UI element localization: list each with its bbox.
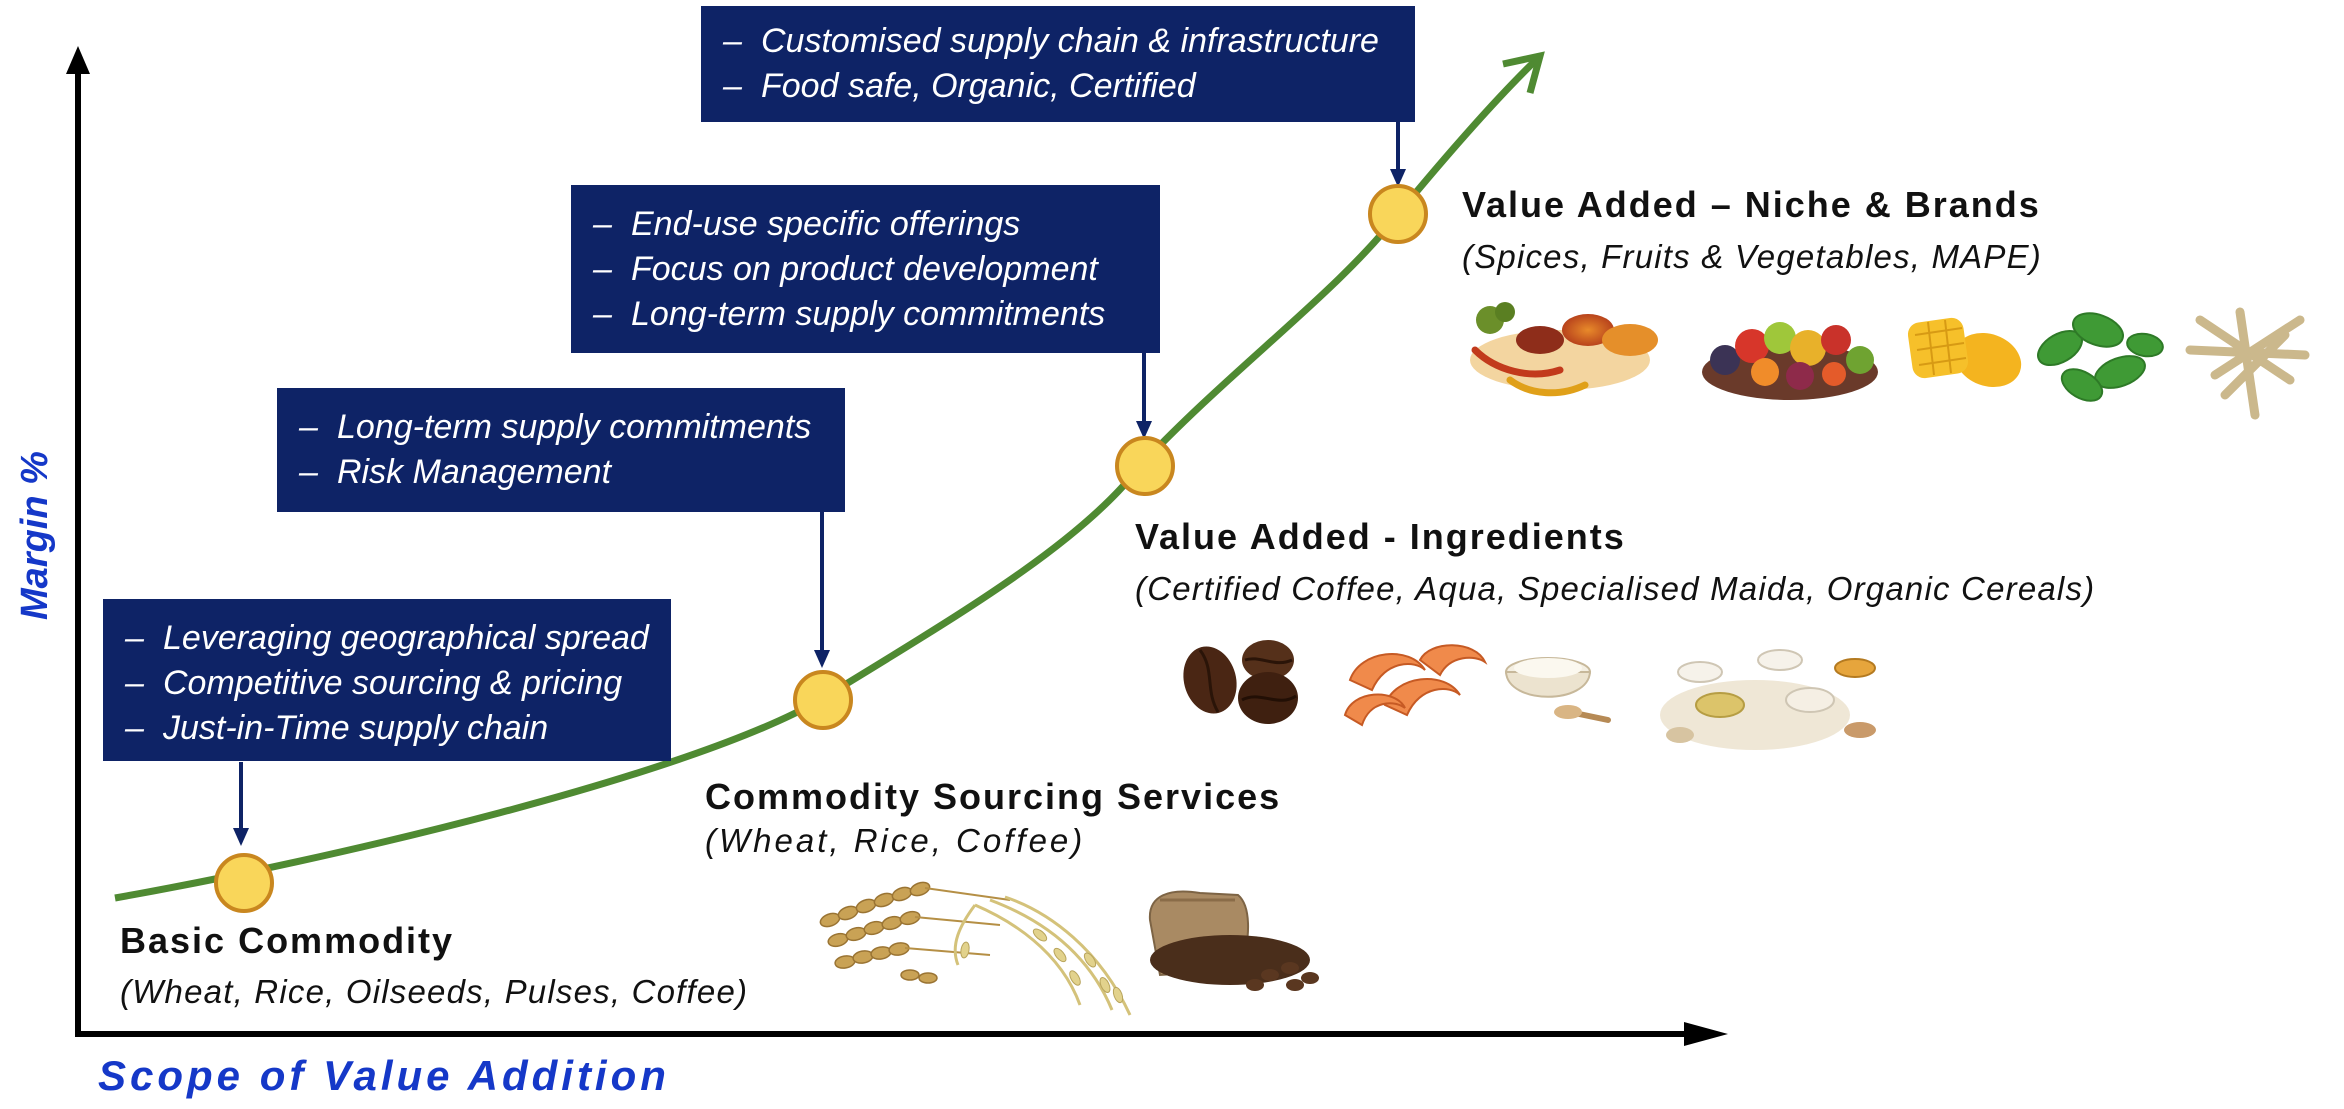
growth-curve-arrowhead [1502,51,1545,94]
x-axis-label: Scope of Value Addition [98,1052,670,1099]
stage-nodes [214,184,1428,913]
y-axis-arrowhead [66,46,90,74]
roasted-coffee-beans-image [1183,640,1298,724]
mango-image [1907,317,2022,388]
bullet-item: End-use specific offerings [593,202,1138,247]
node-value-added-ingredients [1115,436,1175,496]
spices-image [1470,302,1658,397]
box-sourcing-bullets: Long-term supply commitments Risk Manage… [299,405,823,495]
flour-bowl-image [1504,657,1611,723]
box-commodity-sourcing: Long-term supply commitments Risk Manage… [277,388,845,512]
bullet-item: Focus on product development [593,247,1138,292]
connector-arrows [233,121,1406,846]
stage-title-commodity-sourcing: Commodity Sourcing Services [705,776,1282,817]
connector-sourcing-head [814,650,830,668]
box-niche-bullets: Customised supply chain & infrastructure… [723,19,1393,109]
stage-subtitle-value-added-ingredients: (Certified Coffee, Aqua, Specialised Mai… [1135,570,2096,607]
bullet-item: Long-term supply commitments [593,292,1138,337]
node-basic-commodity [214,853,274,913]
stage-title-basic-commodity: Basic Commodity [120,920,455,961]
x-axis-arrowhead [1684,1022,1728,1046]
bullet-item: Risk Management [299,450,823,495]
fruits-vegetables-image [1702,322,1878,400]
bullet-item: Food safe, Organic, Certified [723,64,1393,109]
axes [66,46,1728,1046]
rice-stalks-image [953,895,1132,1016]
stage-subtitle-value-added-niche: (Spices, Fruits & Vegetables, MAPE) [1462,238,2042,275]
wheat-ears-image [819,881,1011,984]
bullet-item: Leveraging geographical spread [125,616,649,661]
node-value-added-niche [1368,184,1428,244]
connector-niche-head [1390,169,1406,187]
connector-basic-head [233,828,249,846]
coffee-beans-sack-image [1148,890,1319,991]
box-basic-commodity: Leveraging geographical spread Competiti… [103,599,671,761]
connector-ingredients-head [1136,421,1152,439]
box-basic-bullets: Leveraging geographical spread Competiti… [125,616,649,751]
bullet-item: Competitive sourcing & pricing [125,661,649,706]
stage-title-value-added-niche: Value Added – Niche & Brands [1462,184,2041,225]
node-commodity-sourcing [793,670,853,730]
box-value-added-niche: Customised supply chain & infrastructure… [701,6,1415,122]
shrimp-image [1343,644,1488,727]
cereals-bowls-image [1660,649,1876,750]
bullet-item: Customised supply chain & infrastructure [723,19,1393,64]
stage-title-value-added-ingredients: Value Added - Ingredients [1135,516,1626,557]
box-value-added-ingredients: End-use specific offerings Focus on prod… [571,185,1160,353]
bullet-item: Just-in-Time supply chain [125,706,649,751]
dried-roots-image [2185,307,2310,420]
stage-subtitle-commodity-sourcing: (Wheat, Rice, Coffee) [705,822,1086,859]
herb-leaves-image [2037,312,2164,402]
box-ingredients-bullets: End-use specific offerings Focus on prod… [593,202,1138,337]
y-axis-label: Margin % [14,451,56,620]
stage-subtitle-basic-commodity: (Wheat, Rice, Oilseeds, Pulses, Coffee) [120,973,749,1010]
bullet-item: Long-term supply commitments [299,405,823,450]
